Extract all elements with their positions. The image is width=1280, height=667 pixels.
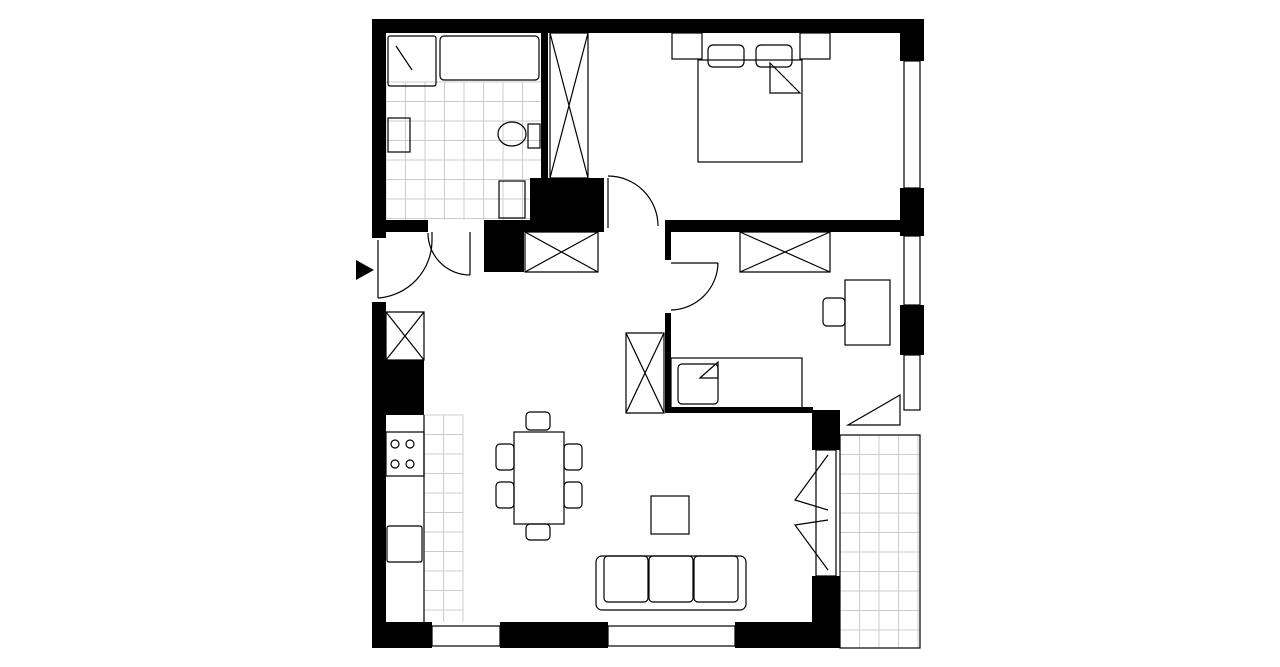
walls <box>372 19 924 648</box>
shower-icon <box>387 35 437 87</box>
kitchen-sink-icon <box>386 525 423 563</box>
sofa-icon <box>595 555 747 611</box>
kitchen-tiles <box>423 414 464 622</box>
desk-icon <box>844 279 891 346</box>
single-bed-icon <box>670 357 803 409</box>
bathroom-tiles <box>385 81 541 220</box>
balcony <box>839 434 921 649</box>
stove-icon <box>385 431 425 477</box>
door-icon[interactable] <box>377 175 901 571</box>
toilet-icon <box>497 121 541 149</box>
coffee-table-icon <box>650 495 690 535</box>
tile-grid <box>839 434 920 648</box>
bathtub-icon <box>439 35 540 81</box>
balcony-tiles <box>839 434 920 648</box>
chair-icon <box>822 297 846 327</box>
tile-grid <box>423 414 464 622</box>
wardrobe-icon <box>385 32 831 414</box>
washing-machine-icon <box>498 180 526 219</box>
window-icon <box>431 60 921 647</box>
washbasin-icon <box>387 117 411 153</box>
dining-table-icon <box>495 411 583 541</box>
tile-grid <box>385 81 541 220</box>
entrance-arrow-icon <box>356 260 374 280</box>
double-bed-icon <box>671 32 831 163</box>
